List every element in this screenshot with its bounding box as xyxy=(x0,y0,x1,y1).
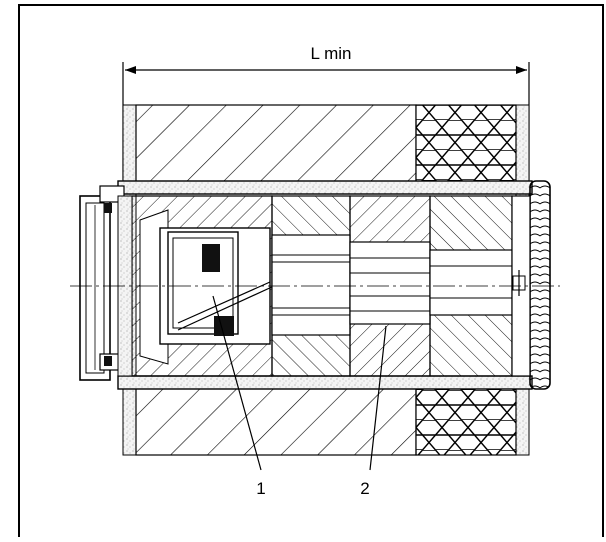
callout-2-label: 2 xyxy=(360,479,369,498)
fan-block-top xyxy=(202,244,220,272)
insulation-bottom xyxy=(415,387,517,456)
drawing-frame xyxy=(18,4,604,542)
fan-unit xyxy=(177,244,275,336)
fan-block-bottom xyxy=(214,316,234,336)
dimension-label: L min xyxy=(311,44,352,63)
indoor-cover xyxy=(79,185,133,381)
insulation-top xyxy=(415,104,517,183)
callout-1-leader xyxy=(212,295,262,471)
callout-1-label: 1 xyxy=(256,479,265,498)
callout-2-leader xyxy=(369,325,387,471)
masonry-top xyxy=(135,104,417,183)
masonry-bottom xyxy=(135,387,417,456)
outdoor-grille xyxy=(511,180,551,390)
dimension-line: L min xyxy=(122,40,530,180)
